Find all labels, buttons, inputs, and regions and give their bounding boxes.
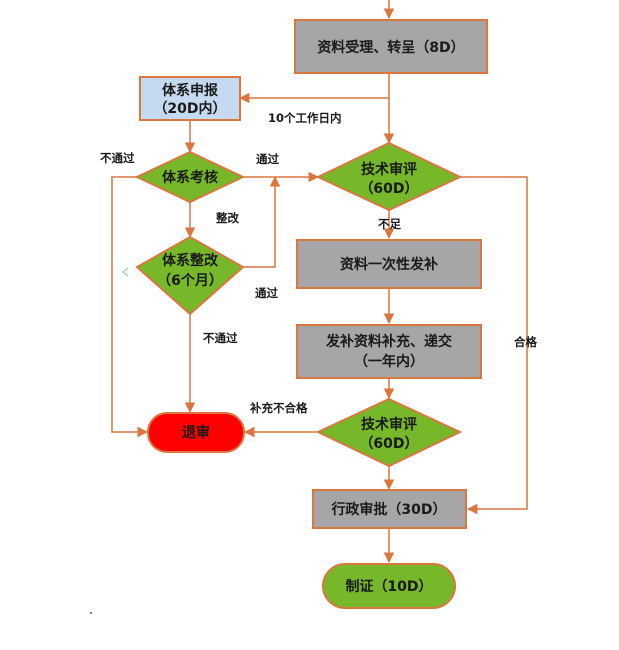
node-system-fix-sub: （6个月）: [157, 272, 223, 289]
node-reject-label: 退审: [182, 424, 210, 441]
label-pass-top: 通过: [256, 152, 279, 166]
node-supplement-submit-label: 发补资料补充、递交: [325, 333, 452, 350]
node-supplement-once-label: 资料一次性发补: [340, 256, 438, 273]
node-system-report-label: 体系申报: [162, 82, 218, 99]
edge-review-not-pass: [111, 176, 149, 438]
node-tech-review-2: 技术审评 （60D）: [315, 397, 463, 468]
node-supplement-submit: 发补资料补充、递交 （一年内）: [296, 324, 482, 379]
edge-fix-pass: [243, 175, 281, 268]
node-system-review: 体系考核: [134, 150, 246, 204]
label-not-enough: 不足: [378, 217, 401, 231]
node-system-report: 体系申报 （20D内）: [139, 76, 241, 121]
label-not-pass-bottom: 不通过: [203, 331, 238, 345]
node-accept-label: 资料受理、转呈（8D）: [317, 39, 464, 56]
edge-labels: 10个工作日内 不通过 通过 整改 不足 通过 不通过 合格 补充不合格: [100, 111, 537, 415]
node-system-review-label: 体系考核: [162, 169, 218, 186]
dot-mark: [90, 612, 92, 614]
node-tech-review-2-sub: （60D）: [359, 436, 418, 452]
label-pass-middle: 通过: [255, 286, 278, 300]
node-system-fix: 体系整改 （6个月）: [135, 235, 245, 316]
node-admin-approval-label: 行政审批（30D）: [330, 501, 446, 518]
node-system-report-sub: （20D内）: [153, 100, 226, 117]
node-certificate: 制证（10D）: [322, 563, 456, 609]
edge-tech1-qualified: [460, 176, 528, 515]
connectors: [111, 0, 528, 564]
node-system-fix-label: 体系整改: [162, 252, 219, 269]
node-tech-review-1-label: 技术审评: [361, 161, 417, 178]
node-tech-review-2-label: 技术审评: [361, 416, 417, 433]
label-not-pass-left: 不通过: [100, 151, 135, 165]
node-reject: 退审: [147, 412, 245, 453]
label-qualified: 合格: [514, 335, 537, 349]
node-accept: 资料受理、转呈（8D）: [294, 19, 488, 74]
left-caret-icon: [122, 267, 129, 277]
label-within-10-days: 10个工作日内: [268, 111, 342, 125]
node-supplement-submit-sub: （一年内）: [354, 353, 424, 370]
node-tech-review-1: 技术审评 （60D）: [315, 141, 463, 212]
node-tech-review-1-sub: （60D）: [359, 181, 418, 197]
label-rectify: 整改: [215, 211, 239, 225]
label-supplement-unqualified: 补充不合格: [249, 401, 308, 415]
node-admin-approval: 行政审批（30D）: [312, 489, 467, 529]
node-certificate-label: 制证（10D）: [345, 578, 432, 595]
node-supplement-once: 资料一次性发补: [296, 239, 482, 289]
